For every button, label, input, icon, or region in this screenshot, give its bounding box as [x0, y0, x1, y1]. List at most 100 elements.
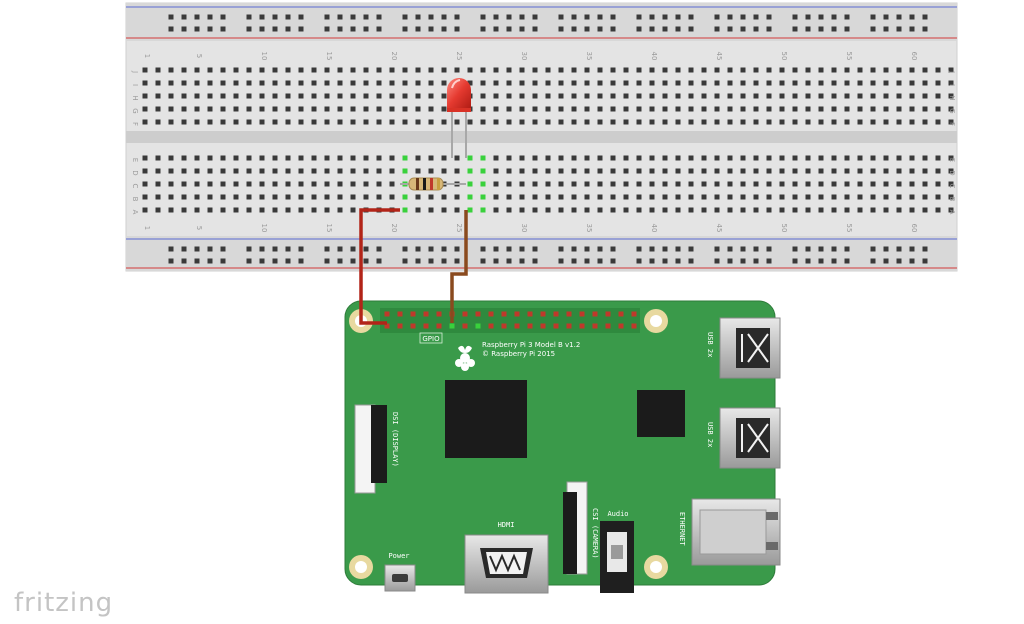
- breadboard-hole[interactable]: [935, 168, 941, 174]
- gpio-pin[interactable]: [566, 323, 572, 329]
- breadboard-hole[interactable]: [948, 67, 954, 73]
- breadboard-hole[interactable]: [948, 168, 954, 174]
- breadboard-hole[interactable]: [610, 80, 616, 86]
- power-rail-hole[interactable]: [883, 14, 889, 20]
- breadboard-hole[interactable]: [675, 119, 681, 125]
- breadboard-hole[interactable]: [675, 194, 681, 200]
- breadboard-hole[interactable]: [701, 67, 707, 73]
- breadboard-hole[interactable]: [948, 119, 954, 125]
- breadboard-hole[interactable]: [779, 168, 785, 174]
- breadboard-hole[interactable]: [506, 106, 512, 112]
- breadboard-hole[interactable]: [714, 93, 720, 99]
- gpio-pin[interactable]: [423, 323, 429, 329]
- breadboard-hole[interactable]: [779, 155, 785, 161]
- power-rail-hole[interactable]: [441, 246, 447, 252]
- breadboard-hole[interactable]: [480, 106, 486, 112]
- breadboard-hole[interactable]: [376, 67, 382, 73]
- breadboard-hole[interactable]: [792, 181, 798, 187]
- breadboard-hole[interactable]: [142, 93, 148, 99]
- breadboard-hole[interactable]: [558, 155, 564, 161]
- power-rail-hole[interactable]: [662, 14, 668, 20]
- breadboard-hole[interactable]: [259, 207, 265, 213]
- breadboard-hole[interactable]: [207, 194, 213, 200]
- power-rail-hole[interactable]: [649, 26, 655, 32]
- breadboard-hole[interactable]: [311, 106, 317, 112]
- power-rail-hole[interactable]: [740, 14, 746, 20]
- breadboard-hole[interactable]: [896, 181, 902, 187]
- breadboard-hole[interactable]: [441, 80, 447, 86]
- breadboard-hole[interactable]: [753, 93, 759, 99]
- power-rail-hole[interactable]: [454, 26, 460, 32]
- breadboard-hole[interactable]: [246, 119, 252, 125]
- power-rail-hole[interactable]: [324, 26, 330, 32]
- gpio-pin[interactable]: [514, 323, 520, 329]
- breadboard-hole[interactable]: [532, 80, 538, 86]
- power-rail-hole[interactable]: [168, 258, 174, 264]
- breadboard-hole[interactable]: [779, 181, 785, 187]
- breadboard-hole[interactable]: [194, 181, 200, 187]
- gpio-pin[interactable]: [579, 323, 585, 329]
- power-rail-hole[interactable]: [909, 246, 915, 252]
- breadboard-hole[interactable]: [532, 207, 538, 213]
- breadboard-hole[interactable]: [181, 181, 187, 187]
- power-rail-hole[interactable]: [350, 246, 356, 252]
- breadboard-hole[interactable]: [272, 207, 278, 213]
- breadboard-hole[interactable]: [168, 67, 174, 73]
- breadboard-hole[interactable]: [766, 106, 772, 112]
- power-rail-hole[interactable]: [207, 14, 213, 20]
- gpio-pin[interactable]: [553, 323, 559, 329]
- breadboard-hole[interactable]: [467, 194, 473, 200]
- power-rail-hole[interactable]: [220, 26, 226, 32]
- power-rail-hole[interactable]: [883, 258, 889, 264]
- power-rail-hole[interactable]: [792, 246, 798, 252]
- gpio-pin[interactable]: [436, 311, 442, 317]
- breadboard-hole[interactable]: [363, 194, 369, 200]
- power-rail-hole[interactable]: [753, 26, 759, 32]
- breadboard-hole[interactable]: [935, 194, 941, 200]
- csi-connector[interactable]: [563, 481, 588, 575]
- breadboard-hole[interactable]: [311, 155, 317, 161]
- gpio-pin[interactable]: [540, 323, 546, 329]
- power-rail-hole[interactable]: [480, 258, 486, 264]
- power-rail-hole[interactable]: [428, 246, 434, 252]
- breadboard-hole[interactable]: [233, 194, 239, 200]
- gpio-pin[interactable]: [397, 311, 403, 317]
- breadboard-hole[interactable]: [441, 155, 447, 161]
- breadboard-hole[interactable]: [857, 67, 863, 73]
- breadboard-hole[interactable]: [519, 207, 525, 213]
- usb-port-1[interactable]: [719, 317, 781, 379]
- power-rail-hole[interactable]: [610, 26, 616, 32]
- breadboard-hole[interactable]: [389, 168, 395, 174]
- breadboard-hole[interactable]: [181, 155, 187, 161]
- breadboard-hole[interactable]: [155, 119, 161, 125]
- power-rail-hole[interactable]: [649, 258, 655, 264]
- breadboard-hole[interactable]: [246, 93, 252, 99]
- breadboard-hole[interactable]: [636, 155, 642, 161]
- power-rail-hole[interactable]: [883, 26, 889, 32]
- power-rail-hole[interactable]: [259, 258, 265, 264]
- breadboard-hole[interactable]: [662, 119, 668, 125]
- breadboard-hole[interactable]: [272, 194, 278, 200]
- breadboard-hole[interactable]: [337, 67, 343, 73]
- breadboard-hole[interactable]: [415, 155, 421, 161]
- breadboard-hole[interactable]: [558, 119, 564, 125]
- breadboard-hole[interactable]: [727, 67, 733, 73]
- breadboard-hole[interactable]: [298, 67, 304, 73]
- power-rail-hole[interactable]: [610, 14, 616, 20]
- power-rail-hole[interactable]: [493, 246, 499, 252]
- breadboard-hole[interactable]: [558, 93, 564, 99]
- gpio-pin[interactable]: [475, 311, 481, 317]
- breadboard-hole[interactable]: [272, 181, 278, 187]
- power-rail-hole[interactable]: [727, 258, 733, 264]
- breadboard-hole[interactable]: [558, 168, 564, 174]
- breadboard-hole[interactable]: [142, 168, 148, 174]
- breadboard-hole[interactable]: [831, 106, 837, 112]
- breadboard-hole[interactable]: [441, 168, 447, 174]
- power-rail-hole[interactable]: [662, 258, 668, 264]
- breadboard-hole[interactable]: [311, 67, 317, 73]
- power-rail-hole[interactable]: [558, 258, 564, 264]
- breadboard-hole[interactable]: [896, 93, 902, 99]
- breadboard-hole[interactable]: [324, 168, 330, 174]
- power-rail-hole[interactable]: [363, 258, 369, 264]
- power-rail-hole[interactable]: [896, 14, 902, 20]
